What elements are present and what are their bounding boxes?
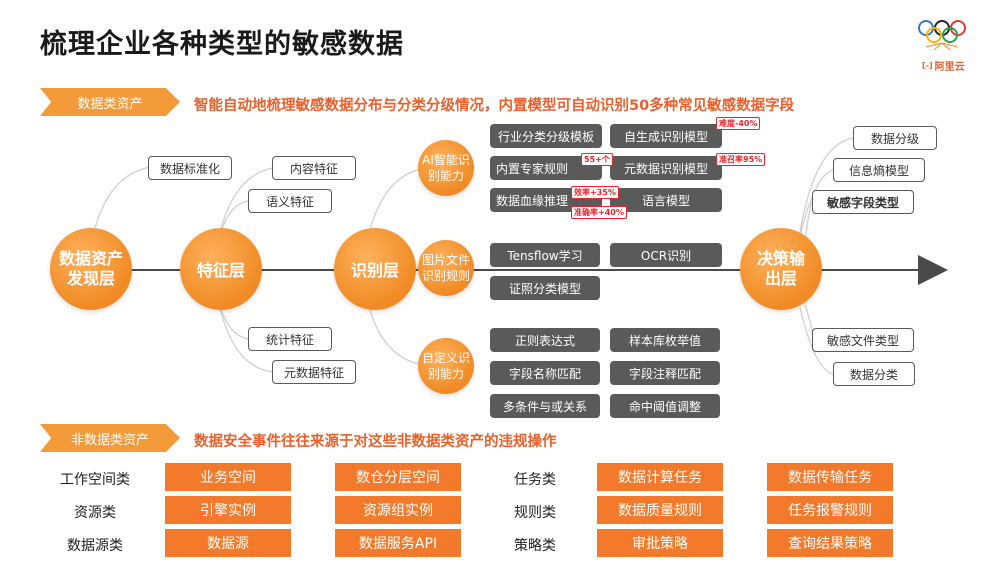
- node-recognition-label: 识别层: [350, 261, 399, 280]
- output-entropy-model: 信息熵模型: [833, 158, 925, 182]
- olympic-rings-icon: [918, 20, 966, 51]
- tag-difficulty: 难度-40%: [716, 117, 761, 130]
- logo-bracket: [-]: [922, 61, 933, 70]
- node-ai: AI智能识别能力: [418, 140, 474, 196]
- node-feature-label: 特征层: [196, 261, 245, 280]
- box-approval-policy: 审批策略: [597, 529, 723, 557]
- custom-item-regex: 正则表达式: [490, 328, 600, 352]
- row-label-datasource: 数据源类: [67, 538, 123, 554]
- ai-item-self-model: 自生成识别模型: [610, 124, 722, 148]
- node-recognition: 识别层: [334, 228, 416, 310]
- pill-statistic-feature: 统计特征: [248, 327, 332, 351]
- box-datasource: 数据源: [165, 529, 291, 557]
- output-sensitive-field-type: 敏感字段类型: [812, 190, 914, 214]
- node-ai-label: AI智能识别能力: [422, 153, 470, 183]
- custom-item-field-comment: 字段注释匹配: [610, 361, 720, 385]
- custom-item-multi-condition: 多条件与或关系: [490, 394, 600, 418]
- image-item-ocr: OCR识别: [610, 243, 722, 267]
- node-decision: 决策输出层: [740, 228, 822, 310]
- node-image-label: 图片文件识别规则: [422, 253, 471, 283]
- logo: [-] 阿里云: [912, 14, 982, 74]
- tag-efficiency: 效率+35%: [571, 186, 619, 199]
- box-business-space: 业务空间: [165, 463, 291, 491]
- custom-item-threshold: 命中阈值调整: [610, 394, 720, 418]
- image-item-tensorflow: Tensflow学习: [490, 243, 600, 267]
- node-discovery-label: 数据资产发现层: [58, 249, 123, 288]
- node-custom: 自定义识别能力: [418, 338, 474, 394]
- node-custom-label: 自定义识别能力: [422, 351, 471, 381]
- image-item-cert: 证照分类模型: [490, 276, 600, 300]
- box-engine-instance: 引擎实例: [165, 496, 291, 524]
- row-label-workspace: 工作空间类: [60, 472, 130, 488]
- node-discovery: 数据资产发现层: [50, 228, 132, 310]
- non-data-assets-subtitle: 数据安全事件往往来源于对这些非数据类资产的违规操作: [194, 434, 557, 450]
- ai-item-template: 行业分类分级模板: [490, 124, 602, 148]
- output-data-grading: 数据分级: [853, 126, 937, 150]
- box-compute-task: 数据计算任务: [597, 463, 723, 491]
- row-label-task: 任务类: [514, 472, 556, 488]
- pill-standardize: 数据标准化: [148, 156, 232, 180]
- logo-name: 阿里云: [934, 62, 965, 73]
- ai-item-language-model: 语言模型: [610, 188, 722, 212]
- non-data-assets-banner-label: 非数据类资产: [70, 432, 149, 448]
- box-data-service-api: 数据服务API: [335, 529, 461, 557]
- tag-count: 55+个: [581, 153, 613, 166]
- flow-arrow-head: [918, 255, 948, 285]
- ai-item-metadata-model: 元数据识别模型: [610, 156, 722, 180]
- row-label-rule: 规则类: [514, 505, 556, 521]
- node-decision-label: 决策输出层: [756, 249, 805, 288]
- data-assets-banner: 数据类资产: [40, 88, 180, 116]
- row-label-resource: 资源类: [74, 505, 116, 521]
- tag-accuracy: 准确率+40%: [571, 206, 627, 219]
- row-label-policy: 策略类: [514, 538, 556, 554]
- box-resource-group-instance: 资源组实例: [335, 496, 461, 524]
- node-image: 图片文件识别规则: [418, 240, 474, 296]
- output-data-classification: 数据分类: [833, 362, 915, 386]
- pill-metadata-feature: 元数据特征: [272, 360, 356, 384]
- custom-item-field-name: 字段名称匹配: [490, 361, 600, 385]
- output-sensitive-file-type: 敏感文件类型: [812, 328, 914, 352]
- non-data-assets-banner: 非数据类资产: [40, 424, 180, 452]
- pill-semantic-feature: 语义特征: [248, 189, 332, 213]
- box-alert-rule: 任务报警规则: [767, 496, 893, 524]
- data-assets-subtitle: 智能自动地梳理敏感数据分布与分类分级情况，内置模型可自动识别50多种常见敏感数据…: [194, 98, 795, 114]
- node-feature: 特征层: [180, 228, 262, 310]
- custom-item-sample-enum: 样本库枚举值: [610, 328, 720, 352]
- box-warehouse-layer-space: 数仓分层空间: [335, 463, 461, 491]
- box-query-result-policy: 查询结果策略: [767, 529, 893, 557]
- box-quality-rule: 数据质量规则: [597, 496, 723, 524]
- box-transfer-task: 数据传输任务: [767, 463, 893, 491]
- tag-recall: 准召率95%: [716, 153, 766, 166]
- data-assets-banner-label: 数据类资产: [77, 96, 143, 112]
- pill-content-feature: 内容特征: [272, 156, 356, 180]
- page-title: 梳理企业各种类型的敏感数据: [40, 29, 404, 60]
